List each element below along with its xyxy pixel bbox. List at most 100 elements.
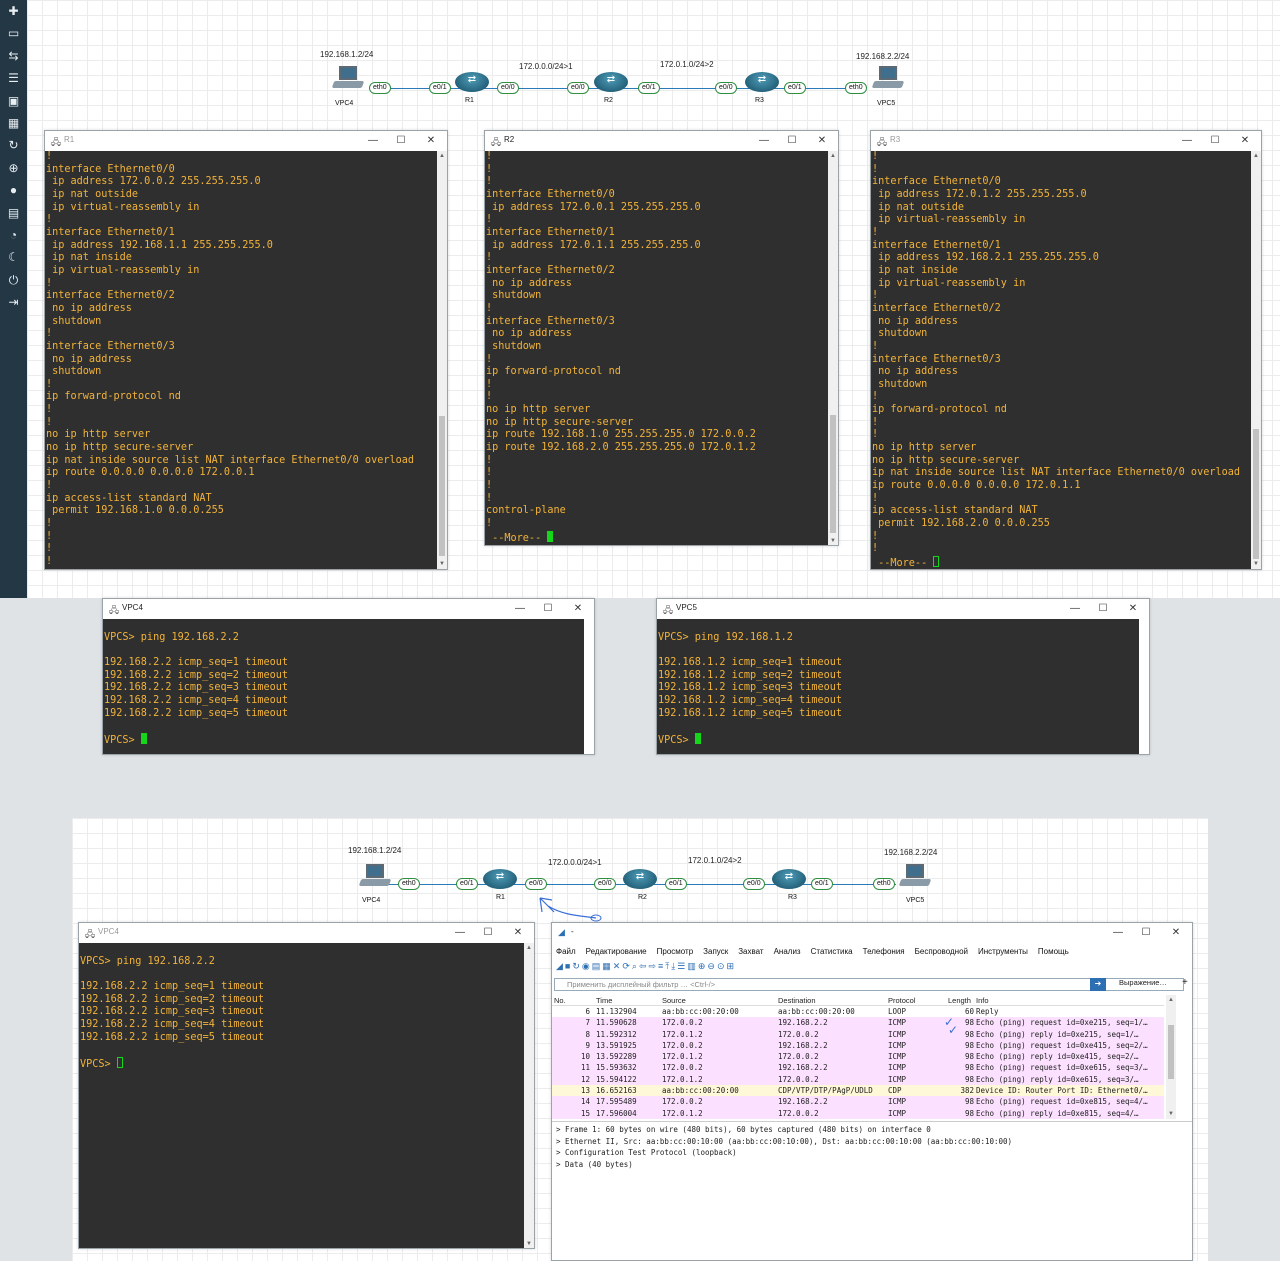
info-icon[interactable]: ● [9, 183, 18, 198]
logout-icon[interactable]: ⇥ [8, 295, 19, 310]
maximize-button[interactable]: ☐ [483, 927, 493, 938]
add-filter-button[interactable]: + [1182, 977, 1188, 988]
zoom-out-icon[interactable]: ⊖ [707, 961, 717, 971]
column-header[interactable]: No. [554, 996, 566, 1005]
laptop-icon[interactable]: ▭ [7, 26, 20, 41]
minimize-button[interactable]: — [515, 603, 525, 614]
close-button[interactable]: ✕ [513, 927, 523, 938]
column-header[interactable]: Source [662, 996, 686, 1005]
display-filter-input[interactable]: Применить дисплейный фильтр … <Ctrl-/> [554, 978, 1184, 991]
close-button[interactable]: ✕ [426, 135, 436, 146]
vpc5-terminal-window[interactable]: 🖧 VPC5 — ☐ ✕ VPCS> ping 192.168.1.2 192.… [656, 598, 1150, 755]
save-icon[interactable]: ▦ [602, 961, 613, 971]
first-icon[interactable]: ⤒ [665, 961, 672, 971]
goto-icon[interactable]: ≡ [658, 961, 666, 971]
close-button[interactable]: ✕ [573, 603, 583, 614]
r3-terminal[interactable]: !!interface Ethernet0/0 ip address 172.0… [871, 151, 1251, 569]
menu-item[interactable]: Захват [738, 947, 764, 956]
restart-icon[interactable]: ↻ [572, 961, 582, 971]
vpc4-terminal-window[interactable]: 🖧 VPC4 — ☐ ✕ VPCS> ping 192.168.2.2 192.… [102, 598, 595, 755]
shark-fin-icon[interactable]: ◢ [556, 961, 565, 971]
minimize-button[interactable]: — [1182, 135, 1192, 146]
minimize-button[interactable]: — [1113, 927, 1123, 938]
column-header[interactable]: Length [948, 996, 971, 1005]
vpc4-titlebar[interactable]: 🖧 VPC4 — ☐ ✕ [103, 599, 594, 619]
column-header[interactable]: Info [976, 996, 989, 1005]
maximize-button[interactable]: ☐ [543, 603, 553, 614]
zoom-icon[interactable]: ⊕ [8, 160, 19, 175]
r1-terminal-window[interactable]: 🖧 R1 — ☐ ✕ !interface Ethernet0/0 ip add… [44, 130, 448, 570]
dashboard-icon[interactable]: ◔ [9, 227, 18, 242]
r3-titlebar[interactable]: 🖧 R3 — ☐ ✕ [871, 131, 1261, 151]
close-button[interactable]: ✕ [1171, 927, 1181, 938]
menu-item[interactable]: Анализ [773, 947, 801, 956]
menu-item[interactable]: Статистика [810, 947, 853, 956]
r1-terminal[interactable]: !interface Ethernet0/0 ip address 172.0.… [45, 151, 437, 569]
moon-icon[interactable]: ☾ [8, 250, 19, 265]
maximize-button[interactable]: ☐ [1141, 927, 1151, 938]
router-r1[interactable] [455, 72, 489, 92]
chevron-right-icon[interactable]: > [556, 1136, 566, 1146]
router-r1[interactable] [483, 869, 517, 889]
vpc5-node[interactable] [898, 864, 932, 888]
scrollbar[interactable]: ▲▼ [1166, 995, 1176, 1119]
minimize-button[interactable]: — [759, 135, 769, 146]
power-icon[interactable]: ⏻ [8, 272, 19, 287]
apply-filter-button[interactable]: ➔ [1090, 978, 1106, 991]
text-icon[interactable]: ▣ [7, 93, 20, 108]
maximize-button[interactable]: ☐ [787, 135, 797, 146]
router-r3[interactable] [772, 869, 806, 889]
find-icon[interactable]: ⌕ [631, 961, 639, 971]
chevron-right-icon[interactable]: > [556, 1148, 566, 1157]
vpc4-terminal-window-bottom[interactable]: 🖧 VPC4 — ☐ ✕ VPCS> ping 192.168.2.2 192.… [78, 922, 535, 1249]
close-button[interactable]: ✕ [1128, 603, 1138, 614]
vpc5-titlebar[interactable]: 🖧 VPC5 — ☐ ✕ [657, 599, 1149, 619]
router-r3[interactable] [745, 72, 779, 92]
expression-button[interactable]: Выражение… [1119, 978, 1167, 987]
vpc4-node[interactable] [358, 864, 392, 888]
vpc4-terminal[interactable]: VPCS> ping 192.168.2.2 192.168.2.2 icmp_… [103, 619, 584, 754]
maximize-button[interactable]: ☐ [396, 135, 406, 146]
r1-titlebar[interactable]: 🖧 R1 — ☐ ✕ [45, 131, 447, 151]
menu-item[interactable]: Помощь [1037, 947, 1069, 956]
detail-tree-item[interactable]: > Ethernet II, Src: aa:bb:cc:00:10:00 (a… [552, 1136, 1192, 1148]
r2-terminal-window[interactable]: 🖧 R2 — ☐ ✕ !!!interface Ethernet0/0 ip a… [484, 130, 839, 546]
maximize-button[interactable]: ☐ [1098, 603, 1108, 614]
close-button[interactable]: ✕ [817, 135, 827, 146]
detail-tree-item[interactable]: > Configuration Test Protocol (loopback) [552, 1147, 1192, 1159]
r2-terminal[interactable]: !!!interface Ethernet0/0 ip address 172.… [485, 151, 828, 545]
packet-details[interactable]: > Frame 1: 60 bytes on wire (480 bits), … [552, 1121, 1192, 1170]
stop-icon[interactable]: ■ [564, 961, 573, 971]
column-header[interactable]: Time [596, 996, 613, 1005]
vpc5-node[interactable] [871, 66, 905, 90]
menu-item[interactable]: Редактирование [585, 947, 647, 956]
chevron-right-icon[interactable]: > [556, 1159, 566, 1169]
router-r2[interactable] [623, 869, 657, 889]
maximize-button[interactable]: ☐ [1210, 135, 1220, 146]
menu-item[interactable]: Беспроводной [914, 947, 968, 956]
menu-item[interactable]: Просмотр [656, 947, 694, 956]
r2-titlebar[interactable]: 🖧 R2 — ☐ ✕ [485, 131, 838, 151]
options-icon[interactable]: ◉ [581, 961, 592, 971]
plus-icon[interactable]: ✚ [8, 4, 19, 18]
list-icon[interactable]: ☰ [8, 71, 19, 86]
column-header[interactable]: Destination [778, 996, 816, 1005]
resize-columns-icon[interactable]: ⊞ [726, 961, 737, 971]
refresh-icon[interactable]: ↻ [8, 138, 19, 153]
close-button[interactable]: ✕ [1240, 135, 1250, 146]
detail-tree-item[interactable]: > Data (40 bytes) [552, 1159, 1192, 1171]
menu-item[interactable]: Инструменты [978, 947, 1028, 956]
back-icon[interactable]: ⇦ [638, 961, 649, 971]
scrollbar[interactable]: ▲▼ [828, 151, 838, 545]
minimize-button[interactable]: — [1070, 603, 1080, 614]
vpc4-terminal[interactable]: VPCS> ping 192.168.2.2 192.168.2.2 icmp_… [79, 943, 524, 1248]
menu-item[interactable]: Запуск [703, 947, 729, 956]
close-file-icon[interactable]: ✕ [612, 961, 623, 971]
